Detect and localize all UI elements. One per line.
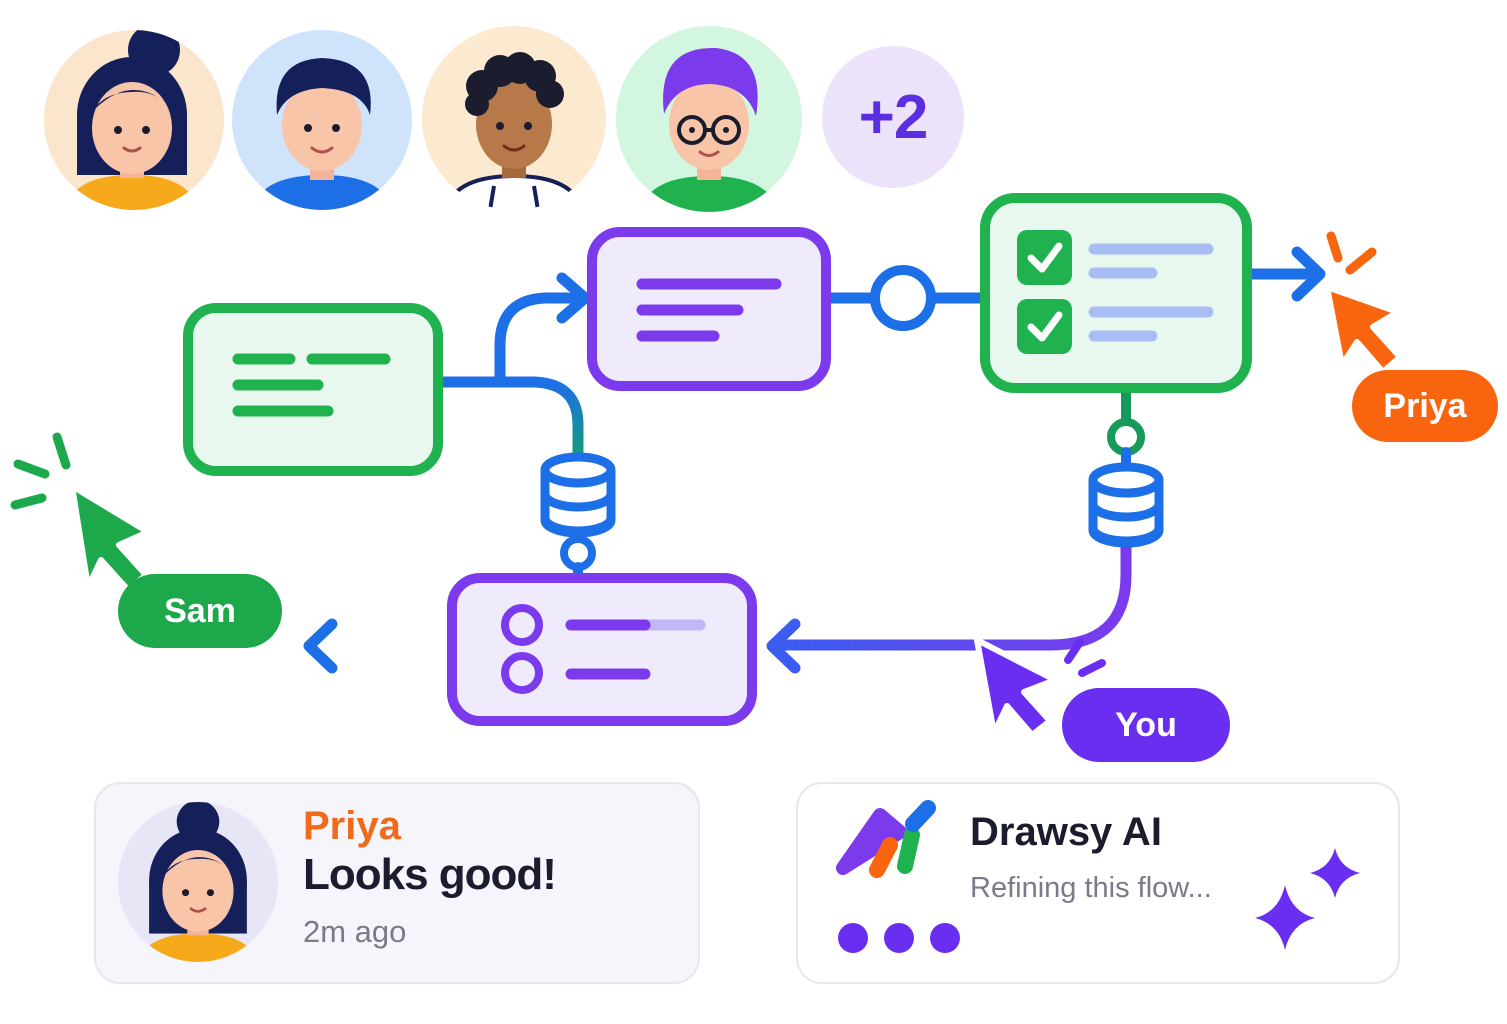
arrowhead-top [556,272,591,324]
avatar-man-glasses[interactable] [616,26,802,212]
connector-green-to-db1 [494,376,584,461]
connectors [303,246,1326,674]
person-icon [443,52,585,210]
ai-status: Refining this flow... [970,872,1212,904]
database-icon [540,452,616,538]
node-checklist[interactable] [980,193,1252,393]
cursor-sam-icon [10,432,151,593]
person-icon [639,47,779,212]
arrowhead-right [1291,246,1326,302]
connector-joint [870,265,936,331]
cursor-priya-icon [1324,231,1403,375]
ai-title: Drawsy AI [970,810,1162,854]
node-options[interactable] [447,573,757,726]
check-icon [1017,230,1072,285]
avatar-man-blue-shirt[interactable] [232,30,412,210]
check-icon [1017,299,1072,354]
drawsy-ai-logo [836,800,936,878]
typing-indicator [838,923,960,953]
comment-card[interactable]: Priya Looks good! 2m ago [94,782,700,984]
connector-db2-to-bottom [774,542,1132,651]
person-icon [138,802,258,962]
comment-author: Priya [303,804,401,848]
avatar-woman-bun[interactable] [44,30,224,210]
ai-assistant-card[interactable]: Drawsy AI Refining this flow... [796,782,1400,984]
comment-timestamp: 2m ago [303,914,407,949]
person-icon [65,30,198,210]
node-purple-text[interactable] [587,227,831,391]
database-icon [1088,462,1164,548]
more-participants-badge[interactable]: +2 [822,46,964,188]
cursor-you-icon [974,637,1106,738]
radio-icon [501,604,543,646]
avatar-man-curly-hoodie[interactable] [422,26,606,210]
cursor-label-priya: Priya [1352,370,1498,442]
cursor-label-sam: Sam [118,574,282,648]
node-green-text[interactable] [183,303,443,476]
arrowhead-left [303,618,338,674]
comment-text: Looks good! [303,850,557,899]
radio-icon [501,652,543,694]
arrowhead-bottom [766,618,801,674]
person-icon [251,58,393,210]
cursor-label-you: You [1062,688,1230,762]
avatar-priya [118,802,278,962]
connector-green-to-top [434,292,588,388]
sparkle-icon [1255,848,1360,950]
